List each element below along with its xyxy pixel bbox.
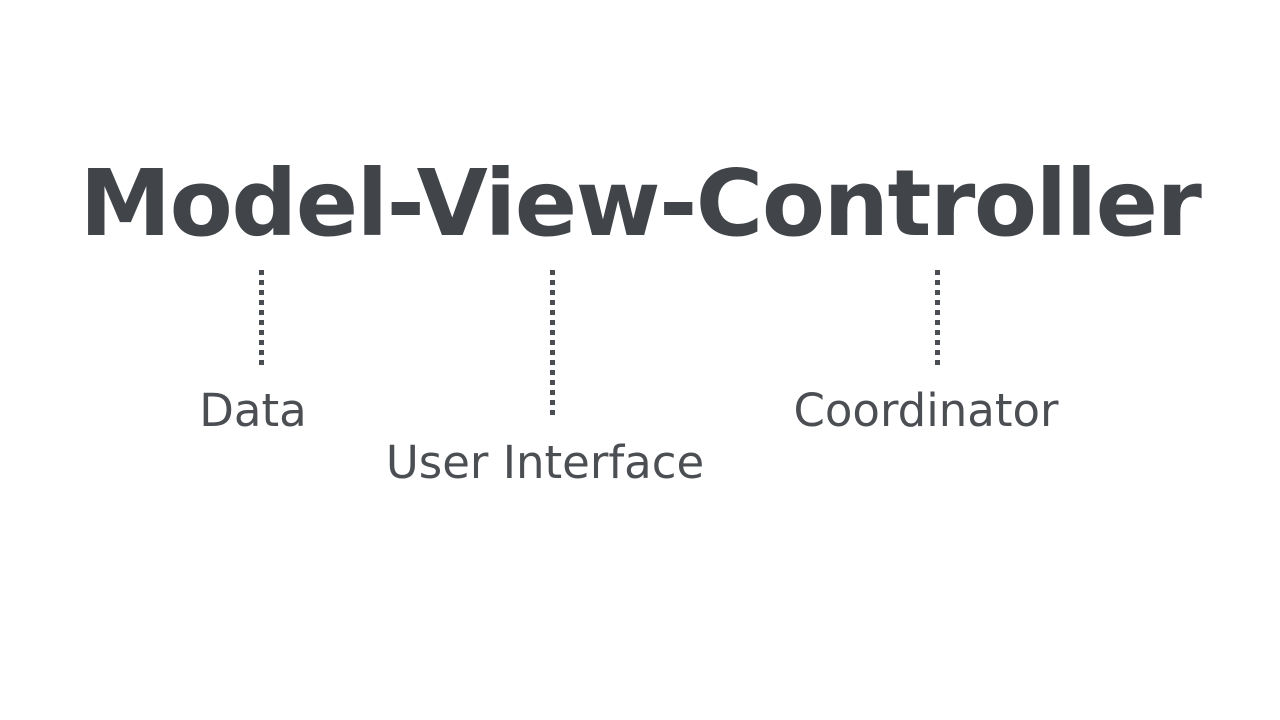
connector-line-model [259, 270, 264, 366]
connector-line-controller [935, 270, 940, 366]
annotation-label-model: Data [199, 384, 307, 437]
connector-line-view [550, 270, 555, 418]
annotation-label-controller: Coordinator [793, 384, 1059, 437]
page-title: Model-View-Controller [79, 150, 1202, 257]
annotation-label-view: User Interface [385, 436, 705, 489]
